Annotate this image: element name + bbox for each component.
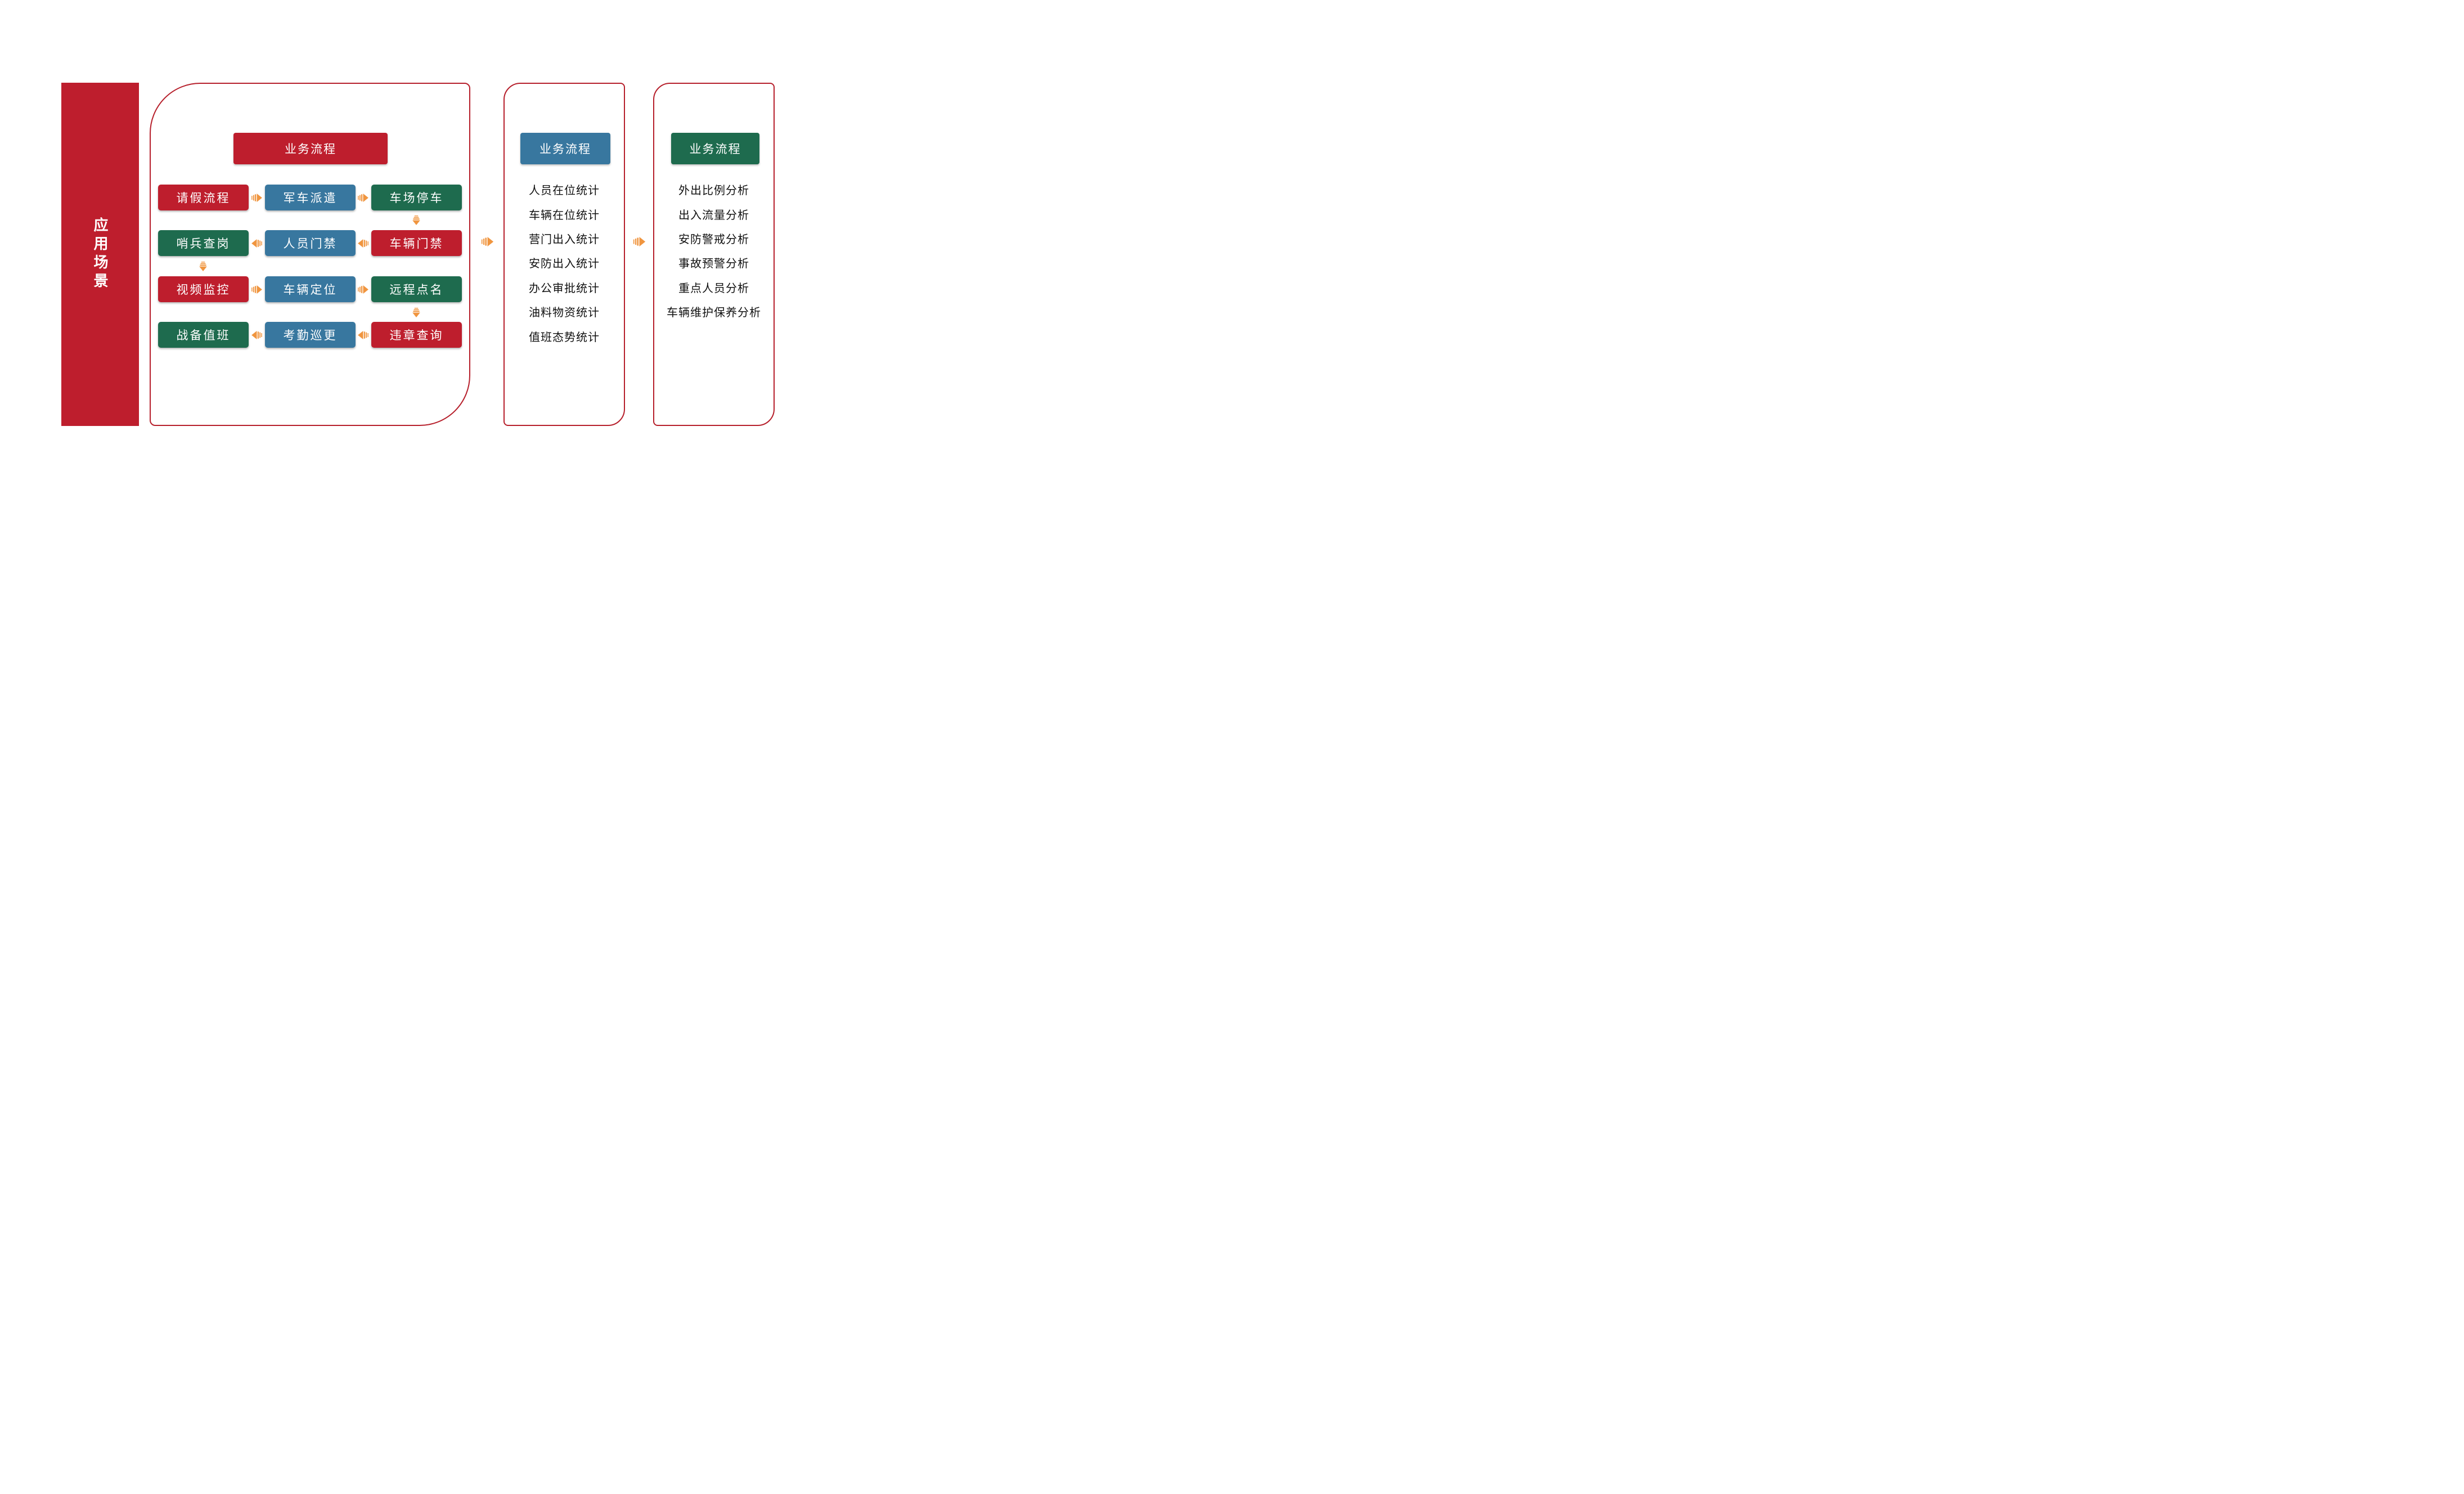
flow-node-r4c2: 考勤巡更 [265, 322, 356, 348]
flow-node-r4c3: 违章查询 [371, 322, 462, 348]
analysis-item: 安防警戒分析 [678, 233, 749, 246]
diagram-canvas: 应用场景 业务流程 请假流程 军车派遣 车场停车 哨兵查岗 人员门禁 车辆门禁 … [0, 0, 821, 498]
statistics-item: 值班态势统计 [529, 331, 600, 344]
flow-node-r3c2: 车辆定位 [265, 276, 356, 302]
business-flow-panel: 业务流程 请假流程 军车派遣 车场停车 哨兵查岗 人员门禁 车辆门禁 视频监控 … [150, 83, 470, 426]
statistics-item: 办公审批统计 [529, 282, 600, 295]
flow-node-r2c3: 车辆门禁 [371, 230, 462, 256]
analysis-list: 外出比例分析 出入流量分析 安防警戒分析 事故预警分析 重点人员分析 车辆维护保… [654, 177, 774, 324]
flow-node-r1c2: 军车派遣 [265, 185, 356, 210]
statistics-panel: 业务流程 人员在位统计 车辆在位统计 营门出入统计 安防出入统计 办公审批统计 … [503, 83, 625, 426]
flow-node-r2c2: 人员门禁 [265, 230, 356, 256]
arrow-left-icon [251, 331, 262, 339]
statistics-item: 油料物资统计 [529, 307, 600, 320]
analysis-panel-header: 业务流程 [671, 133, 759, 164]
statistics-item: 营门出入统计 [529, 233, 600, 246]
analysis-item: 重点人员分析 [678, 282, 749, 295]
application-scenarios-bar: 应用场景 [61, 83, 139, 426]
arrow-down-icon [412, 216, 420, 225]
analysis-item: 车辆维护保养分析 [667, 307, 761, 320]
arrow-down-icon [199, 262, 207, 271]
arrow-right-icon [251, 285, 262, 294]
panel-connector-arrow-icon [633, 237, 646, 246]
flow-node-r4c1: 战备值班 [158, 322, 249, 348]
flow-node-r2c1: 哨兵查岗 [158, 230, 249, 256]
analysis-item: 事故预警分析 [678, 258, 749, 271]
arrow-right-icon [251, 194, 262, 202]
analysis-item: 外出比例分析 [678, 185, 749, 198]
flow-panel-header: 业务流程 [233, 133, 388, 164]
analysis-item: 出入流量分析 [678, 209, 749, 222]
statistics-item: 安防出入统计 [529, 258, 600, 271]
flow-node-r3c3: 远程点名 [371, 276, 462, 302]
panel-connector-arrow-icon [481, 237, 494, 246]
analysis-panel: 业务流程 外出比例分析 出入流量分析 安防警戒分析 事故预警分析 重点人员分析 … [653, 83, 775, 426]
flow-node-r3c1: 视频监控 [158, 276, 249, 302]
arrow-right-icon [358, 285, 368, 294]
statistics-item: 车辆在位统计 [529, 209, 600, 222]
application-scenarios-label: 应用场景 [92, 217, 109, 291]
arrow-right-icon [358, 194, 368, 202]
flow-node-r1c1: 请假流程 [158, 185, 249, 210]
flow-node-r1c3: 车场停车 [371, 185, 462, 210]
arrow-left-icon [251, 239, 262, 248]
statistics-list: 人员在位统计 车辆在位统计 营门出入统计 安防出入统计 办公审批统计 油料物资统… [505, 177, 624, 348]
statistics-panel-header: 业务流程 [520, 133, 610, 164]
statistics-item: 人员在位统计 [529, 185, 600, 198]
arrow-left-icon [358, 239, 368, 248]
arrow-down-icon [412, 308, 420, 317]
arrow-left-icon [358, 331, 368, 339]
